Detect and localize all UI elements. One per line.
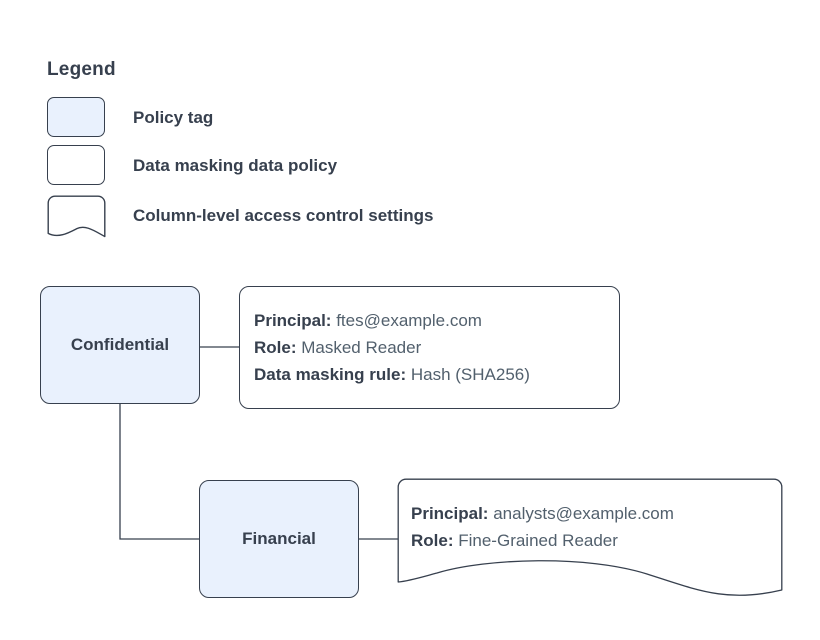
node-confidential[interactable]: Confidential (40, 286, 200, 404)
connector-confidential-to-financial (119, 404, 199, 540)
settings-text-block: Principal: analysts@example.com Role: Fi… (411, 500, 771, 554)
settings-key-principal: Principal: (411, 504, 489, 523)
document-shape-icon (397, 478, 783, 596)
node-financial[interactable]: Financial (199, 480, 359, 598)
policy-line-masking-rule: Data masking rule: Hash (SHA256) (254, 361, 605, 388)
policy-tag-swatch (47, 97, 105, 137)
legend-label-access-settings: Column-level access control settings (133, 205, 434, 225)
policy-key-principal: Principal: (254, 311, 332, 330)
policy-line-principal: Principal: ftes@example.com (254, 307, 605, 334)
legend-label-policy-tag: Policy tag (133, 107, 214, 127)
settings-value-role: Fine-Grained Reader (458, 531, 618, 550)
settings-value-principal: analysts@example.com (493, 504, 674, 523)
node-confidential-label: Confidential (70, 335, 170, 354)
policy-value-principal: ftes@example.com (336, 311, 482, 330)
policy-key-role: Role: (254, 338, 297, 357)
node-access-control-settings[interactable]: Principal: analysts@example.com Role: Fi… (397, 478, 785, 600)
legend-item-access-settings: Column-level access control settings (47, 193, 587, 238)
legend-item-policy-tag: Policy tag (47, 97, 587, 137)
access-settings-swatch (47, 195, 106, 238)
node-data-masking-policy[interactable]: Principal: ftes@example.com Role: Masked… (239, 286, 620, 409)
data-policy-swatch (47, 145, 105, 185)
policy-value-masking-rule: Hash (SHA256) (410, 365, 530, 384)
policy-value-role: Masked Reader (301, 338, 422, 357)
settings-key-role: Role: (411, 531, 454, 550)
node-financial-label: Financial (242, 529, 316, 548)
legend-title: Legend (47, 59, 116, 80)
legend-item-data-policy: Data masking data policy (47, 145, 587, 185)
policy-line-role: Role: Masked Reader (254, 334, 605, 361)
settings-line-role: Role: Fine-Grained Reader (411, 527, 771, 554)
legend-label-data-policy: Data masking data policy (133, 155, 338, 175)
settings-line-principal: Principal: analysts@example.com (411, 500, 771, 527)
policy-key-masking-rule: Data masking rule: (254, 365, 407, 384)
